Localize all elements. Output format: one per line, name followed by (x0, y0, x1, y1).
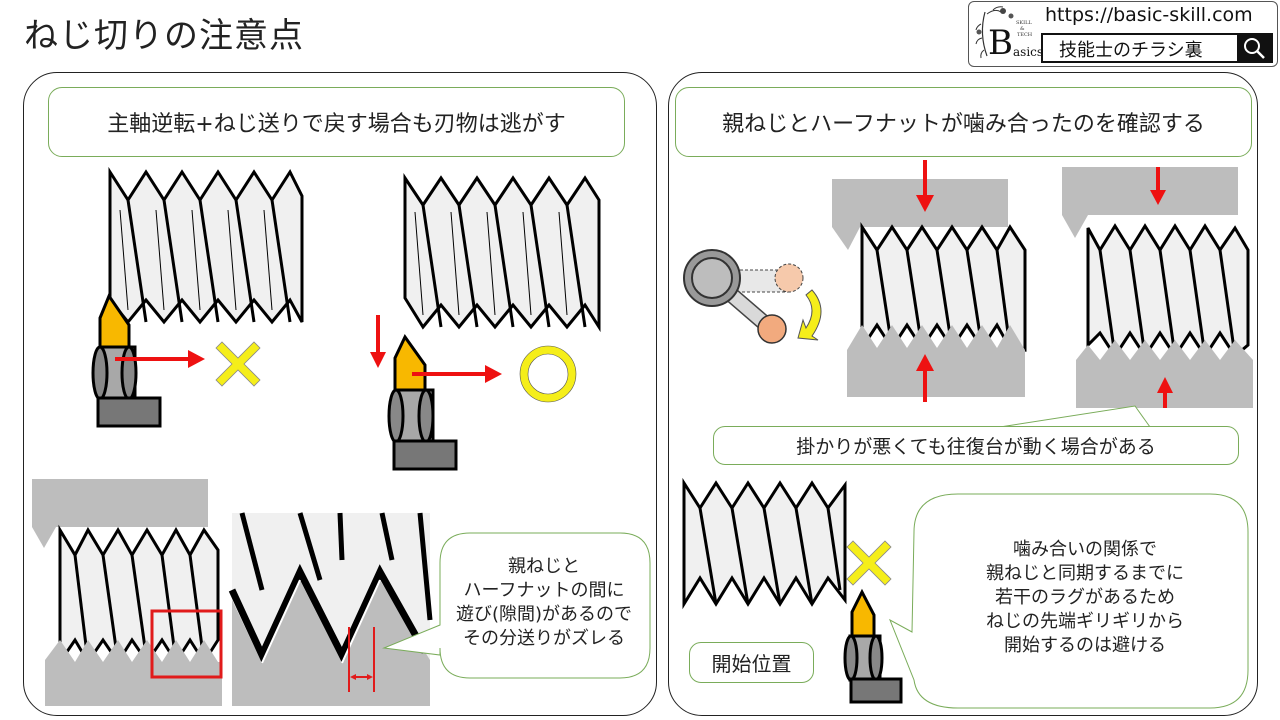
engaged-half-nut (832, 179, 1027, 397)
brand-logo-small-3: TECH (1017, 32, 1033, 38)
poorly-engaged-half-nut (1062, 167, 1253, 408)
brand-logo-small-1: SKILL (1016, 20, 1032, 26)
brand-url[interactable]: https://basic-skill.com (1045, 4, 1253, 26)
zoom-detail (228, 512, 433, 706)
circle-icon (520, 346, 576, 402)
right-panel-heading: 親ねじとハーフナットが噛み合ったのを確認する (675, 87, 1252, 157)
cutting-tool-3 (843, 588, 903, 704)
retract-arrow-head (370, 352, 386, 368)
feed-arrow-1-head (188, 350, 205, 368)
feed-arrow-2-head (485, 365, 502, 383)
brand-logo-letter: B (988, 23, 1013, 63)
half-nut-diagram (32, 479, 223, 706)
left-panel-heading: 主軸逆転+ねじ送りで戻す場合も刃物は逃がす (48, 87, 625, 157)
brand-search-box[interactable]: 技能士のチラシ裏 (1041, 33, 1273, 63)
search-button[interactable] (1237, 35, 1271, 61)
cutting-tool-2 (387, 334, 458, 471)
cross-icon (215, 341, 261, 387)
left-bubble-shape (382, 532, 651, 679)
brand-logo-small-2: & (1020, 26, 1025, 32)
highlight-box (150, 609, 223, 679)
brand-logo-suffix: asics (1013, 45, 1043, 59)
page-title: ねじ切りの注意点 (24, 16, 304, 56)
brand-box[interactable]: B SKILL & TECH asics https://basic-skill… (968, 1, 1278, 67)
right-bubble-shape (889, 493, 1249, 709)
cross-icon (846, 540, 892, 586)
screw-example-2 (403, 173, 601, 333)
rotate-arrow-icon (797, 289, 822, 341)
engagement-lever (683, 249, 822, 344)
screw-example-1 (108, 166, 304, 325)
start-position-screw (682, 477, 847, 610)
left-bubble-text: 親ねじと ハーフナットの間に 遊び(隙間)があるので その分送りがズレる (455, 556, 633, 649)
brand-logo: B SKILL & TECH asics (975, 6, 1043, 63)
start-position-label: 開始位置 (689, 642, 814, 683)
right-bubble-text: 噛み合いの関係で 親ねじと同期するまでに 若干のラグがあるため ねじの先端ギリギ… (986, 539, 1184, 656)
brand-search-label: 技能士のチラシ裏 (1059, 40, 1203, 61)
search-icon (1244, 38, 1265, 59)
engagement-note: 掛かりが悪くても往復台が動く場合がある (713, 426, 1239, 465)
